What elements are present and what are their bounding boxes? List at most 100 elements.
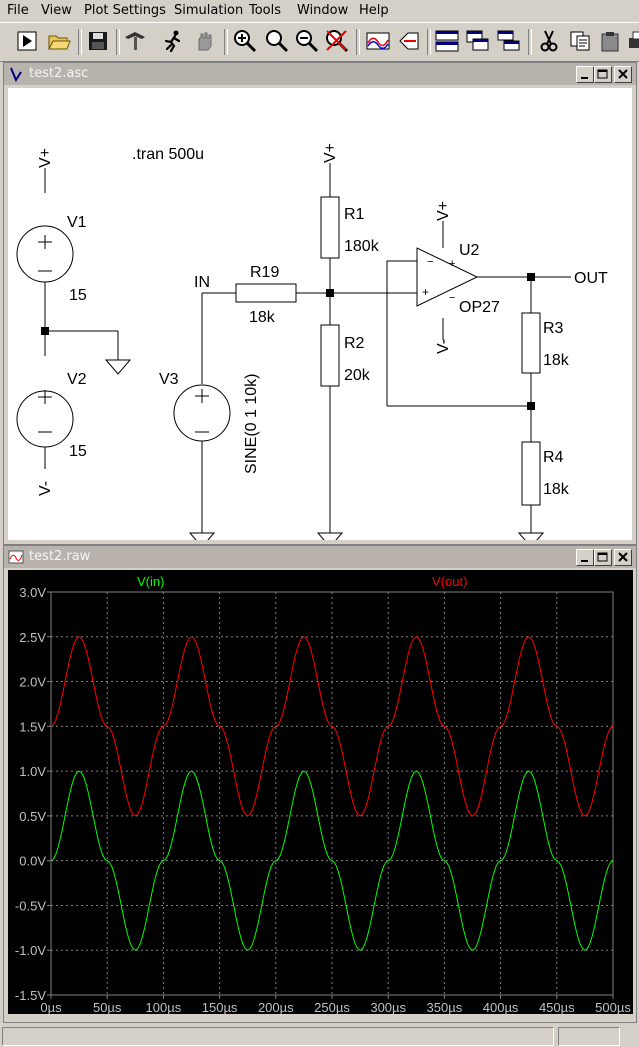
run-man-icon[interactable] [160, 28, 186, 54]
waveform-icon [8, 549, 24, 565]
y-tick-label: -0.5V [15, 898, 46, 913]
toolbar [0, 22, 639, 62]
menu-simulation[interactable]: Simulation [174, 3, 244, 18]
y-tick-label: -1.0V [15, 943, 46, 958]
x-tick-label: 300µs [370, 1000, 406, 1014]
r19-name: R19 [250, 264, 279, 281]
x-tick-label: 500µs [595, 1000, 631, 1014]
legend-vout: V(out) [432, 574, 467, 589]
menu-bar: File View Plot Settings Simulation Tools… [0, 0, 639, 22]
source-v1 [16, 225, 74, 283]
menu-tools[interactable]: Tools [249, 3, 282, 18]
v2-vminus-label: V- [37, 481, 54, 496]
resistor-r19 [235, 283, 297, 303]
cut-icon[interactable] [536, 28, 562, 54]
v1-name: V1 [67, 214, 87, 231]
resistors [235, 196, 541, 506]
source-v3 [173, 384, 231, 442]
menu-plot-settings[interactable]: Plot Settings [84, 3, 166, 18]
v3-value: SINE(0 1 10k) [243, 374, 260, 474]
status-message [2, 1027, 554, 1046]
r19-value: 18k [249, 309, 276, 326]
open-icon[interactable] [46, 28, 72, 54]
x-tick-label: 0µs [40, 1000, 62, 1014]
schematic-window-title: test2.asc [29, 66, 89, 81]
y-tick-label: 3.0V [19, 585, 46, 600]
cascade-icon[interactable] [465, 28, 491, 54]
legend-vin: V(in) [137, 574, 164, 589]
run-icon[interactable] [14, 28, 40, 54]
junctions [41, 273, 535, 410]
net-in-label: IN [194, 274, 210, 291]
status-bar [0, 1025, 639, 1047]
r3-value: 18k [543, 352, 570, 369]
mark-icon[interactable] [396, 28, 422, 54]
y-tick-label: -1.5V [15, 988, 46, 1003]
zoom-in-icon[interactable] [232, 28, 258, 54]
r2-name: R2 [344, 335, 365, 352]
u2-vminus-label: V- [435, 339, 452, 354]
x-tick-label: 350µs [427, 1000, 463, 1014]
menu-view[interactable]: View [41, 3, 72, 18]
v1-value: 15 [69, 287, 87, 304]
opamp-minus-label: − [427, 256, 433, 268]
maximize-button[interactable] [594, 66, 612, 83]
status-panel [558, 1027, 620, 1046]
net-out-label: OUT [574, 270, 608, 287]
resistor-r3 [521, 312, 541, 374]
r1-value: 180k [344, 238, 380, 255]
schematic-window: test2.asc [3, 62, 637, 548]
x-tick-label: 150µs [202, 1000, 238, 1014]
y-tick-label: 1.0V [19, 764, 46, 779]
autorange-icon[interactable] [365, 28, 391, 54]
maximize-button[interactable] [594, 549, 612, 566]
save-icon[interactable] [85, 28, 111, 54]
x-tick-label: 100µs [146, 1000, 182, 1014]
tran-directive: .tran 500u [132, 146, 204, 163]
minimize-button[interactable] [576, 549, 594, 566]
zoom-out-icon[interactable] [294, 28, 320, 54]
r1-vplus-label: V+ [322, 143, 339, 163]
opamp-vminus-pin: − [449, 292, 455, 304]
paste-icon[interactable] [598, 28, 624, 54]
schematic-titlebar: test2.asc [4, 63, 636, 85]
v2-name: V2 [67, 371, 87, 388]
zoom-cancel-icon[interactable] [324, 28, 350, 54]
y-tick-label: 0.5V [19, 809, 46, 824]
x-tick-label: 400µs [483, 1000, 519, 1014]
opamp-u2 [416, 247, 479, 307]
halt-icon[interactable] [192, 28, 218, 54]
control-panel-icon[interactable] [122, 28, 148, 54]
waveform-window-title: test2.raw [29, 549, 91, 564]
tile-vertical-icon[interactable] [496, 28, 522, 54]
u2-model: OP27 [459, 299, 500, 316]
menu-file[interactable]: File [7, 3, 29, 18]
resistor-r4 [521, 441, 541, 506]
print-icon[interactable] [627, 28, 639, 54]
schematic-icon [8, 66, 24, 83]
menu-help[interactable]: Help [359, 3, 389, 18]
tile-horizontal-icon[interactable] [434, 28, 460, 54]
waveform-titlebar: test2.raw [4, 546, 636, 568]
minimize-button[interactable] [576, 66, 594, 83]
copy-icon[interactable] [567, 28, 593, 54]
zoom-area-icon[interactable] [264, 28, 290, 54]
opamp-plus-label: + [422, 285, 429, 299]
menu-window[interactable]: Window [297, 3, 349, 18]
r4-value: 18k [543, 481, 570, 498]
close-button[interactable] [614, 66, 632, 83]
voltage-sources [16, 225, 231, 448]
y-tick-label: 2.0V [19, 675, 46, 690]
v1-vplus-label: V+ [37, 148, 54, 168]
r2-value: 20k [344, 367, 371, 384]
close-button[interactable] [614, 549, 632, 566]
y-tick-label: 0.0V [19, 854, 46, 869]
x-tick-label: 450µs [539, 1000, 575, 1014]
x-tick-label: 250µs [314, 1000, 350, 1014]
x-tick-label: 200µs [258, 1000, 294, 1014]
u2-vplus-label: V+ [435, 201, 452, 221]
schematic-canvas[interactable]: − + + − .tran 500u V1 15 V2 15 V3 SINE(0… [8, 88, 632, 548]
trace-vout [50, 636, 614, 817]
